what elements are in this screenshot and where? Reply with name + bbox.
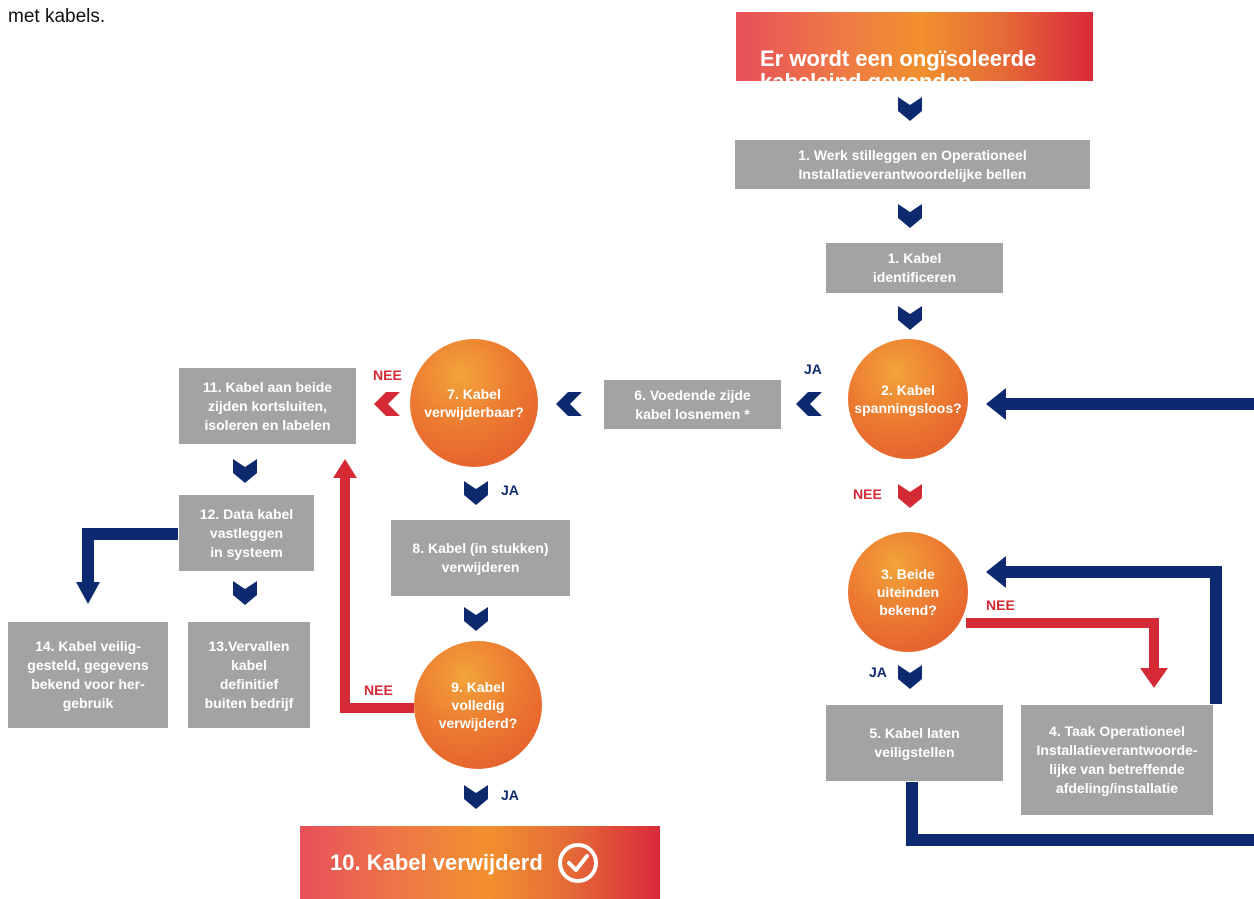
label-ja-d2: JA (804, 361, 822, 377)
step-13-decommission: 13.Vervallen kabel definitief buiten bed… (188, 622, 310, 728)
label-nee-d9: NEE (364, 682, 393, 698)
chevron-down-icon (898, 665, 922, 689)
chevron-down-icon (464, 607, 488, 631)
decision-2-voltage-free: 2. Kabel spanningsloos? (848, 339, 968, 459)
end-banner-text: 10. Kabel verwijderd (330, 849, 543, 875)
chevron-left-icon (374, 392, 400, 416)
label-nee-d3: NEE (986, 597, 1015, 613)
chevron-left-icon (796, 392, 822, 416)
decision-3-both-ends-known: 3. Beide uiteinden bekend? (848, 532, 968, 652)
chevron-down-icon (898, 204, 922, 228)
loop-arrow-step4-d3 (1006, 566, 1222, 704)
step-6-disconnect-feed: 6. Voedende zijde kabel losnemen * (604, 380, 781, 429)
chevron-down-icon (233, 581, 257, 605)
start-banner-text: Er wordt een ongïsoleerde kabeleind gevo… (760, 46, 1037, 94)
step-5-secure-cable: 5. Kabel laten veiligstellen (826, 705, 1003, 781)
end-banner: 10. Kabel verwijderd (300, 826, 660, 899)
step-14-secured: 14. Kabel veilig- gesteld, gegevens beke… (8, 622, 168, 728)
step-1-stop-work: 1. Werk stilleggen en Operationeel Insta… (735, 140, 1090, 189)
chevron-down-icon (464, 481, 488, 505)
intro-text: met kabels. (8, 6, 106, 27)
step-8-remove-cable: 8. Kabel (in stukken) verwijderen (391, 520, 570, 596)
connector-step12-step14 (82, 528, 178, 586)
start-banner: Er wordt een ongïsoleerde kabeleind gevo… (736, 12, 1093, 93)
chevron-down-icon (233, 459, 257, 483)
label-nee-d2: NEE (853, 486, 882, 502)
label-ja-d7: JA (501, 482, 519, 498)
label-ja-d9: JA (501, 787, 519, 803)
chevron-left-icon (556, 392, 582, 416)
chevron-down-icon (898, 484, 922, 508)
connector-step5-out (906, 782, 1254, 846)
step-4-task-operator: 4. Taak Operationeel Installatieverantwo… (1021, 705, 1213, 815)
step-1-identify-cable: 1. Kabel identificeren (826, 243, 1003, 293)
step-12-record-data: 12. Data kabel vastleggen in systeem (179, 495, 314, 571)
label-nee-d7: NEE (373, 367, 402, 383)
step-11-short-circuit: 11. Kabel aan beide zijden kortsluiten, … (179, 368, 356, 444)
chevron-down-icon (898, 97, 922, 121)
return-arrow-d2 (986, 388, 1254, 420)
checkmark-circle-icon (557, 842, 599, 884)
connector-d9-step11 (340, 476, 414, 713)
connector-d3-step4 (966, 618, 1159, 672)
decision-9-fully-removed: 9. Kabel volledig verwijderd? (414, 641, 542, 769)
chevron-down-icon (898, 306, 922, 330)
label-ja-d3: JA (869, 664, 887, 680)
decision-7-removable: 7. Kabel verwijderbaar? (410, 339, 538, 467)
chevron-down-icon (464, 785, 488, 809)
